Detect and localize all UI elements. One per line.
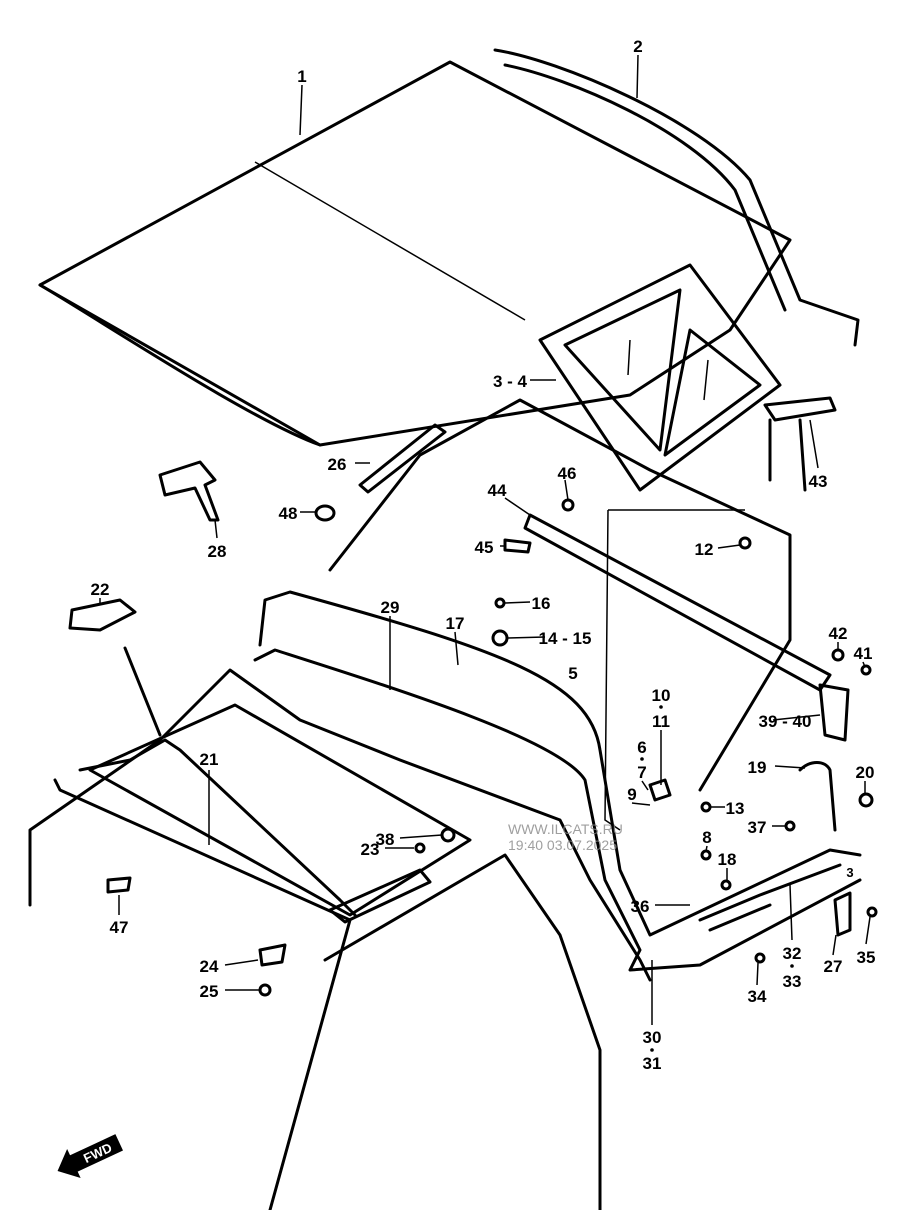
callout-dot bbox=[659, 705, 663, 709]
callout-23: 23 bbox=[361, 840, 380, 859]
callout-47: 47 bbox=[110, 918, 129, 937]
callout-30: 30 bbox=[643, 1028, 662, 1047]
pad-47 bbox=[106, 876, 132, 894]
rail-32 bbox=[698, 863, 842, 932]
cable bbox=[328, 398, 792, 792]
callout-26: 26 bbox=[328, 455, 347, 474]
watermark-site: WWW.ILCATS.RU bbox=[508, 821, 623, 837]
callout-11: 11 bbox=[652, 712, 670, 731]
callout-2: 2 bbox=[633, 37, 642, 56]
rod bbox=[123, 646, 162, 737]
callout-34: 34 bbox=[748, 987, 767, 1006]
callout-46: 46 bbox=[558, 464, 577, 483]
callout-12: 12 bbox=[695, 540, 714, 559]
callout-21: 21 bbox=[200, 750, 219, 769]
bracket-10 bbox=[648, 778, 672, 802]
plug-48 bbox=[314, 504, 336, 522]
callout-43: 43 bbox=[809, 472, 828, 491]
callout-14-15: 14 - 15 bbox=[539, 629, 592, 648]
callout-25: 25 bbox=[200, 982, 219, 1001]
callout-1: 1 bbox=[297, 67, 306, 86]
callout-5: 5 bbox=[568, 664, 577, 683]
callout-dot bbox=[790, 964, 794, 968]
body-outline bbox=[28, 668, 652, 1210]
callout-39-40: 39 - 40 bbox=[759, 712, 812, 731]
callout-38: 38 bbox=[376, 830, 395, 849]
callout-dot bbox=[640, 757, 644, 761]
pad-45 bbox=[503, 538, 532, 554]
callout-29: 29 bbox=[381, 598, 400, 617]
hinge-19 bbox=[798, 761, 837, 832]
bracket-24 bbox=[258, 943, 287, 967]
callout-16: 16 bbox=[532, 594, 551, 613]
callout-48: 48 bbox=[279, 504, 298, 523]
fwd-arrow-icon: FWD bbox=[57, 1134, 123, 1178]
callout-24: 24 bbox=[200, 957, 219, 976]
callout-35: 35 bbox=[857, 948, 876, 967]
callout-42: 42 bbox=[829, 624, 848, 643]
callout-20: 20 bbox=[856, 763, 875, 782]
callout-37: 37 bbox=[748, 818, 767, 837]
watermark-timestamp: 19:40 03.07.2025 bbox=[508, 837, 617, 853]
callout-22: 22 bbox=[91, 580, 110, 599]
callout-6: 6 bbox=[637, 738, 646, 757]
callout-27: 27 bbox=[824, 957, 843, 976]
hinge-bracket bbox=[763, 396, 837, 492]
callout-31: 31 bbox=[643, 1054, 662, 1073]
roof-frame bbox=[253, 590, 862, 972]
leader-lines bbox=[99, 54, 871, 1025]
callout-3-4: 3 - 4 bbox=[493, 372, 528, 391]
callout-32: 32 bbox=[783, 944, 802, 963]
callout-44: 44 bbox=[488, 481, 507, 500]
callout-3: 3 bbox=[846, 865, 853, 880]
hard-top-roof bbox=[38, 60, 792, 492]
callout-36: 36 bbox=[631, 897, 650, 916]
callout-8: 8 bbox=[702, 828, 711, 847]
callout-9: 9 bbox=[627, 785, 636, 804]
callout-labels: 1 2 3 - 4 26 48 28 44 46 45 12 43 22 29 … bbox=[91, 37, 876, 1073]
callout-18: 18 bbox=[718, 850, 737, 869]
drip-molding bbox=[493, 48, 860, 347]
callout-45: 45 bbox=[475, 538, 494, 557]
part-28 bbox=[158, 460, 220, 522]
callout-13: 13 bbox=[726, 799, 745, 818]
grip bbox=[358, 423, 447, 494]
rail-21 bbox=[328, 868, 432, 924]
callout-7: 7 bbox=[637, 763, 646, 782]
callout-17: 17 bbox=[446, 614, 465, 633]
callout-dot bbox=[650, 1048, 654, 1052]
callout-10: 10 bbox=[652, 686, 671, 705]
callout-28: 28 bbox=[208, 542, 227, 561]
bracket-39 bbox=[818, 683, 850, 742]
callout-41: 41 bbox=[854, 644, 873, 663]
clip-22 bbox=[68, 598, 137, 632]
callout-19: 19 bbox=[748, 758, 767, 777]
callout-33: 33 bbox=[783, 972, 802, 991]
leader-5 bbox=[604, 509, 745, 831]
part-27 bbox=[833, 891, 852, 937]
